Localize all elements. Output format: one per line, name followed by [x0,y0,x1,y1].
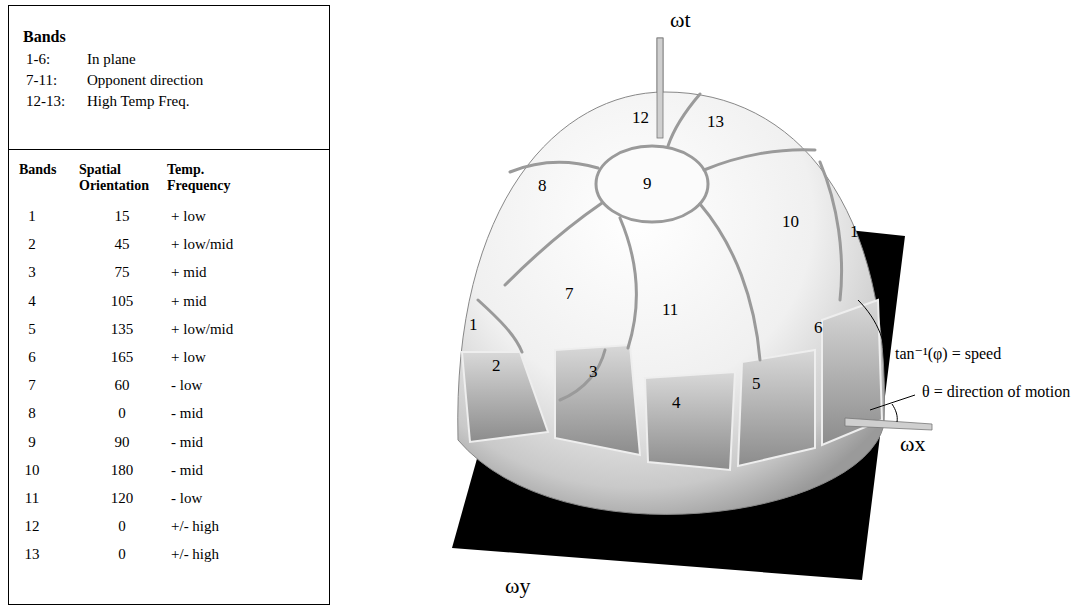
table-cell: + mid [171,293,207,310]
table-cell: 7 [17,377,47,394]
table-cell: 0 [97,518,147,535]
table-cell: 12 [17,518,47,535]
table-cell: 5 [17,321,47,338]
axis-label: ωt [670,8,691,32]
table-cell: 180 [97,462,147,479]
rim-band [462,352,548,442]
dome-surface [458,92,885,514]
callout-number: 10 [782,212,799,231]
axis-label: ωx [900,432,925,456]
callout-number: 6 [814,318,823,337]
callout-number: 7 [565,284,574,303]
callout-number: 11 [662,300,678,319]
table-cell: 45 [97,236,147,253]
table-cell: 4 [17,293,47,310]
band-boundary [620,218,636,348]
band-boundary [704,150,815,170]
table-cell: + low/mid [171,321,233,338]
table-cell: + low/mid [171,236,233,253]
table-cell: + low [171,208,206,225]
table-cell: 11 [17,490,47,507]
annotation: θ = direction of motion [922,383,1072,401]
table-cell: 8 [17,405,47,422]
rim-band [738,350,815,466]
omega-x-axis [845,418,932,430]
band-table-box: Bands Spatial OrientationTemp. Frequency 1… [8,149,330,605]
band-key-box: Bands 1-6: In plane 7-11: Opponent direction… [8,5,330,151]
speed-angle-arc [858,300,886,372]
band-boundary [700,204,760,360]
band-boundaries [478,94,842,400]
table-cell: 0 [97,405,147,422]
callout-number: 5 [752,374,761,393]
key-text: 12-13: [26,93,65,110]
key-text: In plane [87,51,136,68]
direction-angle-arc [892,404,897,422]
table-cell: 2 [17,236,47,253]
band-9-outline [596,146,708,222]
band-boundary [478,300,522,352]
key-text: High Temp Freq. [87,93,189,110]
rim-band [645,372,735,470]
key-text: 1-6: [26,51,50,68]
table-cell: Bands [19,162,56,178]
callout-number: 13 [707,112,724,131]
band-boundary [505,203,602,285]
table-cell: 3 [17,264,47,281]
table-cell: 13 [17,546,47,563]
table-cell: - mid [171,462,203,479]
key-text: Bands [23,28,66,46]
table-cell: 135 [97,321,147,338]
callout-number: 4 [672,393,681,412]
key-text: 7-11: [26,72,57,89]
table-cell: - mid [171,434,203,451]
table-cell: 90 [97,434,147,451]
table-cell: + low [171,349,206,366]
callout-number: 8 [538,176,547,195]
table-cell: +/- high [171,518,219,535]
callout-number: 9 [643,174,652,193]
table-cell: Spatial Orientation [79,162,161,194]
direction-line [870,395,915,410]
omega-t-axis-top [657,38,663,138]
table-cell: 9 [17,434,47,451]
table-cell: 75 [97,264,147,281]
table-cell: 165 [97,349,147,366]
table-cell: + mid [171,264,207,281]
rim-band [555,345,640,455]
callout-number: 1 [469,315,478,334]
callout-number: 2 [492,356,501,375]
band-boundary [668,94,700,146]
table-cell: 10 [17,462,47,479]
table-cell: - mid [171,405,203,422]
table-cell: 15 [97,208,147,225]
callout-number: 12 [632,108,649,127]
callout-number: 1 [850,222,859,241]
annotation: tan⁻¹(φ) = speed [895,345,1001,363]
band-boundary [560,350,605,400]
table-cell: 1 [17,208,47,225]
rim-bands [462,300,882,470]
key-text: Opponent direction [87,72,203,89]
table-cell: 6 [17,349,47,366]
table-cell: Temp. Frequency [167,162,249,194]
table-cell: 0 [97,546,147,563]
table-cell: - low [171,377,202,394]
axis-label: ωy [505,574,530,598]
table-cell: - low [171,490,202,507]
table-cell: 105 [97,293,147,310]
table-cell: 120 [97,490,147,507]
table-cell: +/- high [171,546,219,563]
band-boundary [820,162,842,300]
callout-number: 3 [589,362,598,381]
table-cell: 60 [97,377,147,394]
band-boundary [510,162,598,172]
